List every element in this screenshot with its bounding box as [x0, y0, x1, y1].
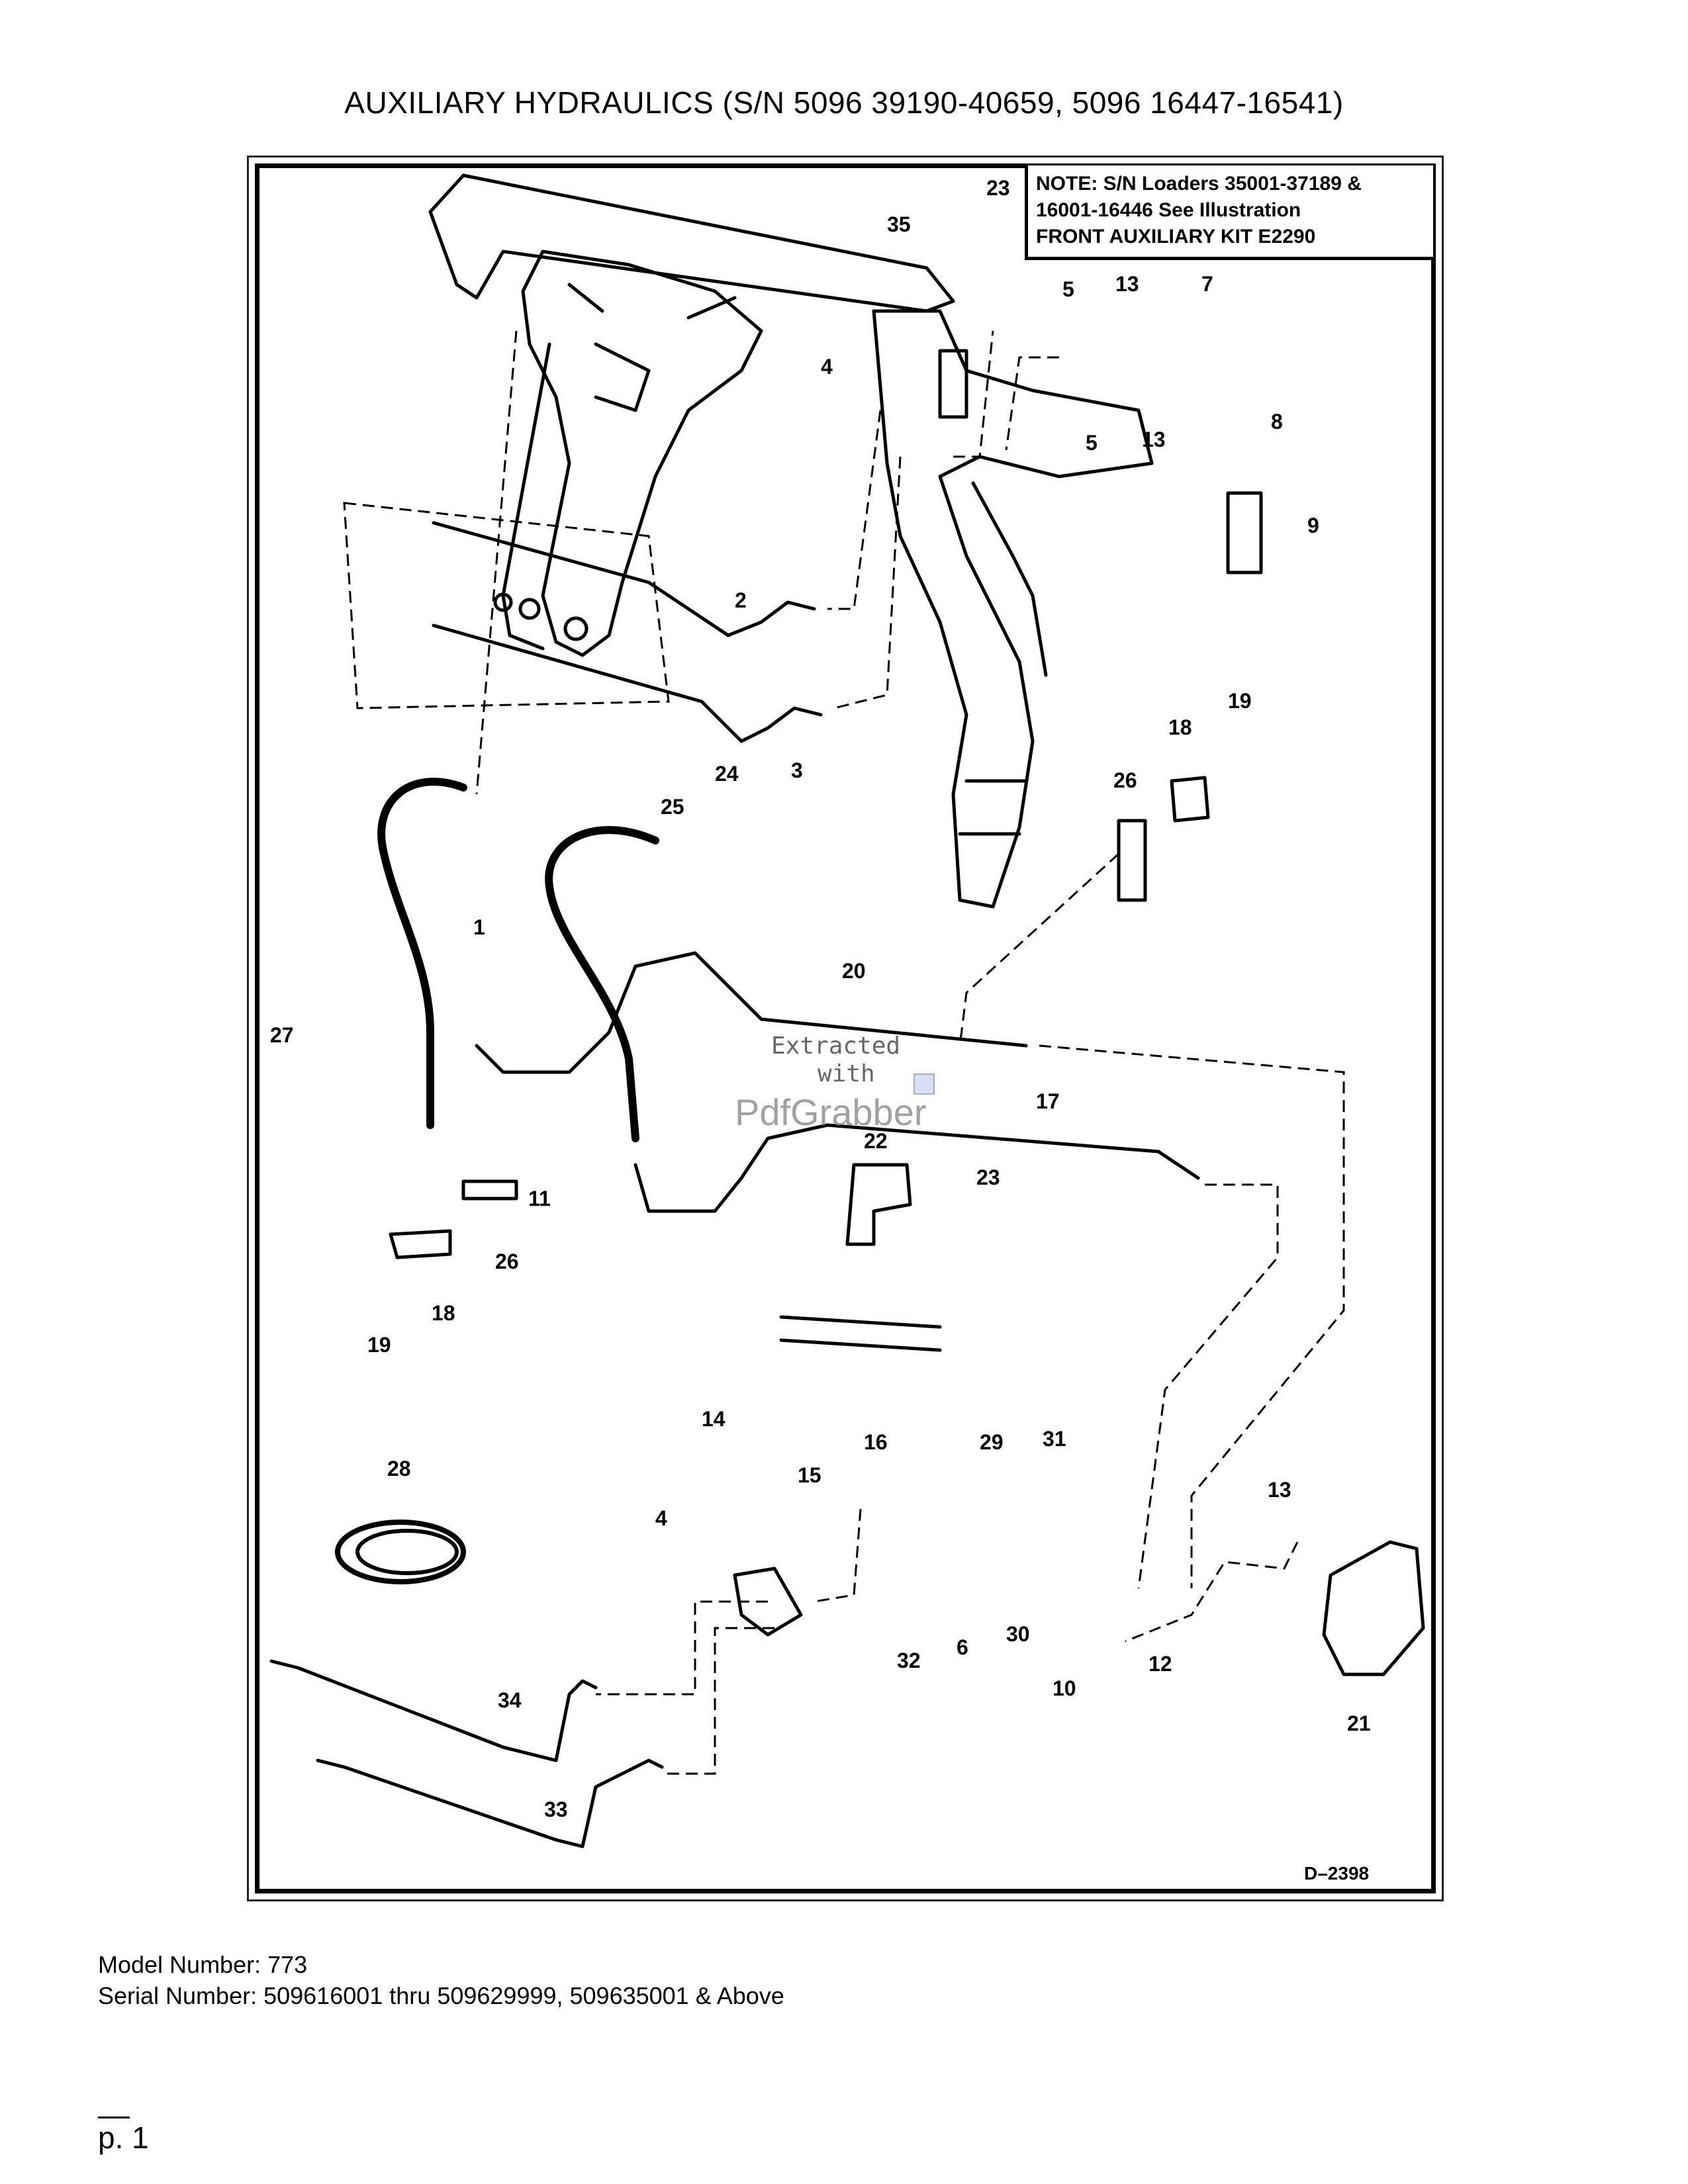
callout-20: 20	[842, 959, 866, 983]
clamp-18b	[389, 1229, 452, 1259]
callout-5-top: 5	[1062, 277, 1074, 301]
callout-8: 8	[1271, 410, 1283, 433]
tube-3	[432, 623, 823, 743]
callout-18-low: 18	[432, 1301, 455, 1325]
callout-34: 34	[498, 1688, 522, 1712]
callout-5-mid: 5	[1086, 431, 1098, 455]
callout-17: 17	[1036, 1089, 1060, 1113]
callout-13-mid: 13	[1142, 428, 1166, 451]
tube-33	[316, 1758, 664, 1848]
drawing-id: D–2398	[1304, 1863, 1370, 1884]
callout-4-top: 4	[821, 355, 833, 379]
bracket-22	[845, 1163, 912, 1246]
note-line: FRONT AUXILIARY KIT E2290	[1036, 226, 1316, 248]
tube-20	[475, 951, 1028, 1074]
callout-32: 32	[897, 1649, 921, 1672]
callout-28: 28	[387, 1457, 411, 1480]
callout-1: 1	[473, 915, 485, 939]
clamp-bars-16	[779, 1315, 942, 1352]
callout-14: 14	[702, 1407, 726, 1431]
page-title: AUXILIARY HYDRAULICS (S/N 5096 39190-406…	[344, 85, 1344, 120]
callout-23-top: 23	[986, 176, 1010, 200]
hose-coil-28	[335, 1520, 466, 1584]
callout-15: 15	[798, 1463, 821, 1487]
callout-6: 6	[957, 1635, 968, 1659]
diagram-outer-frame	[247, 156, 1444, 1901]
callout-26-top: 26	[1113, 768, 1137, 792]
callout-7: 7	[1201, 272, 1213, 296]
serial-number: Serial Number: 509616001 thru 509629999,…	[98, 1982, 784, 2009]
model-number: Model Number: 773	[98, 1951, 308, 1978]
callout-10: 10	[1053, 1676, 1076, 1700]
callout-27: 27	[270, 1023, 294, 1047]
tube-34	[269, 1659, 598, 1762]
callout-11: 11	[528, 1187, 551, 1210]
page-rule	[98, 2116, 130, 2118]
tube-17	[633, 1123, 1200, 1213]
note-line: NOTE: S/N Loaders 35001-37189 &	[1036, 173, 1362, 195]
callout-2: 2	[735, 588, 747, 612]
callout-31: 31	[1043, 1427, 1066, 1451]
callout-26-low: 26	[495, 1250, 519, 1273]
loader-arm-top	[428, 173, 955, 313]
page-number: p. 1	[98, 2120, 149, 2155]
callout-13-low: 13	[1268, 1478, 1291, 1502]
callout-labels: 23 35 5 13 7 4 5 13 8 9 2 3 24 25 19 18 …	[270, 176, 1371, 1821]
callout-21: 21	[1347, 1711, 1371, 1735]
callout-24: 24	[715, 762, 739, 786]
plate-9	[1226, 491, 1263, 574]
callout-3: 3	[791, 758, 803, 782]
callout-35: 35	[887, 212, 911, 236]
callout-30: 30	[1006, 1622, 1030, 1646]
callout-22: 22	[864, 1129, 888, 1153]
watermark-extracted: Extracted	[771, 1032, 901, 1060]
hose-1b	[545, 826, 659, 1142]
callout-29: 29	[980, 1430, 1004, 1454]
watermark-icon	[914, 1073, 935, 1095]
bracket-4	[733, 1567, 803, 1637]
plate-26b	[461, 1179, 518, 1201]
bracket-35	[938, 349, 968, 419]
control-valve-21	[1322, 1540, 1425, 1676]
callout-16: 16	[864, 1430, 888, 1454]
serial-note-box: NOTE: S/N Loaders 35001-37189 & 16001-16…	[1025, 165, 1433, 260]
callout-19-top: 19	[1228, 689, 1252, 713]
callout-12: 12	[1149, 1652, 1172, 1676]
hose-1a	[377, 778, 467, 1129]
callout-9: 9	[1307, 514, 1319, 537]
diagram-frame	[255, 163, 1436, 1893]
callout-13-top: 13	[1115, 272, 1139, 296]
callout-23-mid: 23	[976, 1165, 1000, 1189]
clamp-18	[1170, 776, 1210, 823]
note-line: 16001-16446 See Illustration	[1036, 199, 1301, 221]
loader-arm-body	[521, 250, 763, 657]
loader-upright-frame	[872, 309, 1154, 909]
callout-19-low: 19	[367, 1333, 391, 1357]
callout-25: 25	[661, 795, 684, 819]
dashed-group-tubes	[343, 502, 670, 709]
callout-4-low: 4	[655, 1506, 667, 1530]
watermark-brand: PdfGrabber	[735, 1091, 927, 1133]
tube-2	[432, 521, 816, 637]
watermark-with: with	[818, 1060, 875, 1087]
callout-33: 33	[544, 1797, 568, 1821]
plate-26	[1117, 819, 1147, 902]
callout-18-top: 18	[1168, 715, 1192, 739]
